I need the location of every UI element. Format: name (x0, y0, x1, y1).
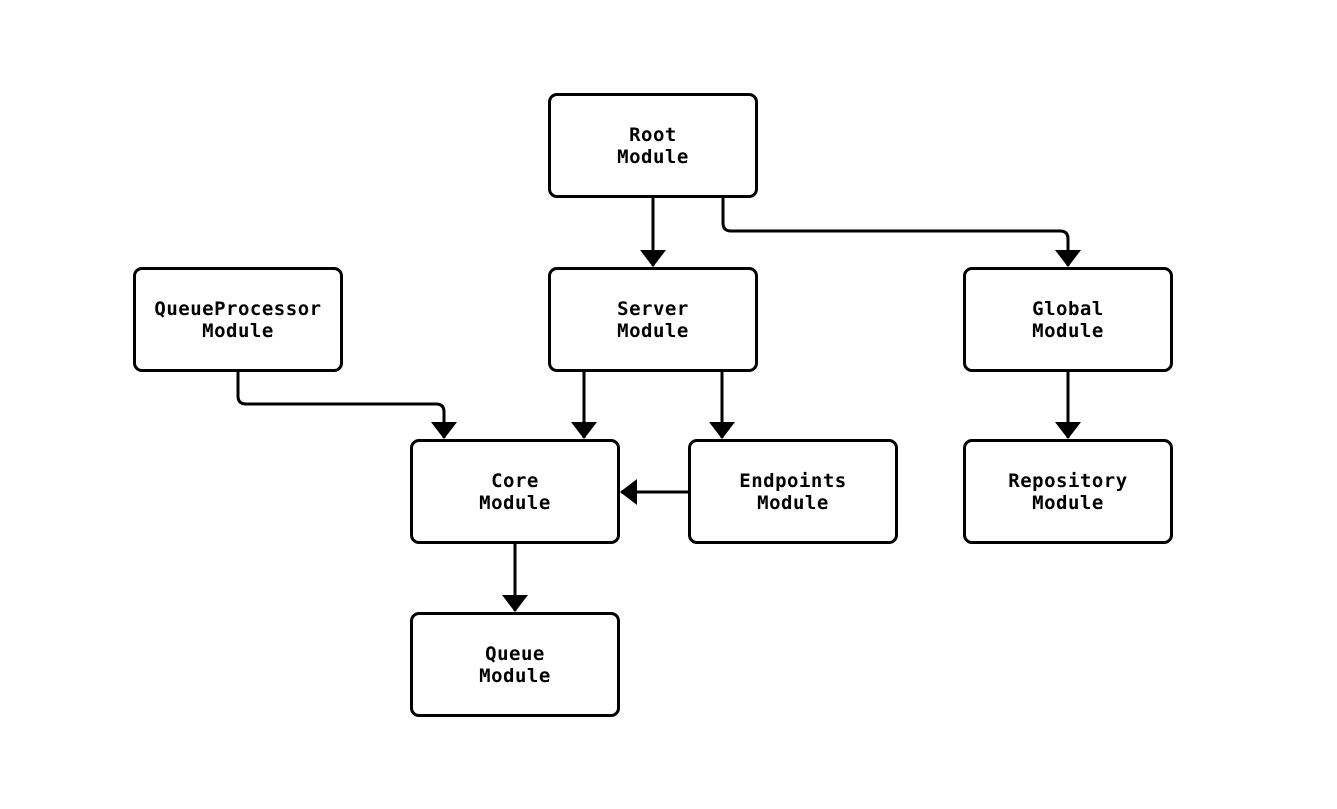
node-queueprocessor: QueueProcessor Module (133, 267, 343, 372)
edge-root-to-global (721, 198, 1081, 267)
node-server: Server Module (548, 267, 758, 372)
edge-queueprocessor-to-core (236, 372, 457, 439)
node-label-server: Server Module (617, 297, 689, 342)
node-label-queue: Queue Module (479, 642, 551, 687)
node-label-core: Core Module (479, 469, 551, 514)
node-queue: Queue Module (410, 612, 620, 717)
node-label-endpoints: Endpoints Module (739, 469, 847, 514)
edge-group (236, 198, 1081, 612)
node-label-root: Root Module (617, 123, 689, 168)
node-label-global: Global Module (1032, 297, 1104, 342)
node-repository: Repository Module (963, 439, 1173, 544)
node-global: Global Module (963, 267, 1173, 372)
node-label-repository: Repository Module (1008, 469, 1128, 514)
node-core: Core Module (410, 439, 620, 544)
node-root: Root Module (548, 93, 758, 198)
node-label-queueprocessor: QueueProcessor Module (154, 297, 322, 342)
node-endpoints: Endpoints Module (688, 439, 898, 544)
